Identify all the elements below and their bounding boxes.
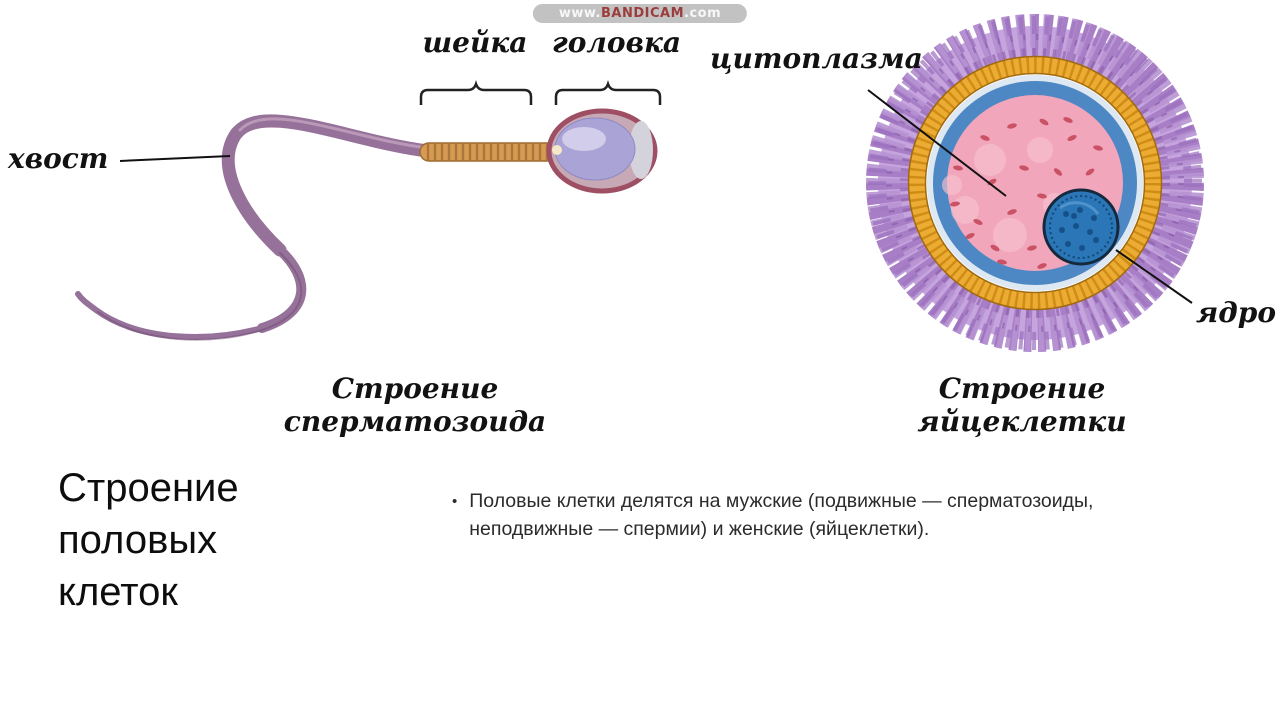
sperm-head-acrosome (629, 121, 653, 179)
bullet-item: • Половые клетки делятся на мужские (под… (452, 488, 1100, 543)
nucleus-pointer-line (1115, 249, 1193, 304)
sperm-figure (75, 80, 662, 341)
egg-zona (907, 55, 1163, 311)
bullet-text: Половые клетки делятся на мужские (подви… (469, 490, 1094, 540)
neck-brace (419, 80, 533, 105)
cytoplasm-label: цитоплазма (710, 42, 923, 75)
egg-caption: Строение яйцеклетки (917, 372, 1127, 438)
egg-corona (866, 14, 1204, 352)
sperm-head (546, 108, 658, 194)
watermark-name: BANDICAM (601, 6, 685, 21)
egg-figure (866, 14, 1204, 352)
sperm-midpiece (419, 142, 559, 162)
watermark-suffix: .com (684, 6, 722, 21)
tail-label: хвост (8, 142, 109, 175)
egg-nucleus (1042, 188, 1120, 266)
nucleus-label: ядро (1196, 296, 1277, 329)
tail-pointer-line (119, 155, 231, 162)
ooplasm-patches (942, 137, 1067, 252)
neck-label: шейка (422, 26, 528, 59)
watermark-prefix: www. (558, 6, 601, 21)
sperm-tail (75, 114, 435, 341)
sperm-caption: Строение сперматозоида (283, 372, 547, 438)
head-brace (554, 80, 662, 105)
bandicam-watermark: www.BANDICAM.com (532, 4, 748, 23)
head-label: головка (552, 26, 682, 59)
cytoplasm-pointer-line (867, 89, 1007, 197)
slide-title: Строение половых клеток (58, 466, 239, 614)
bullet-marker: • (452, 493, 458, 510)
